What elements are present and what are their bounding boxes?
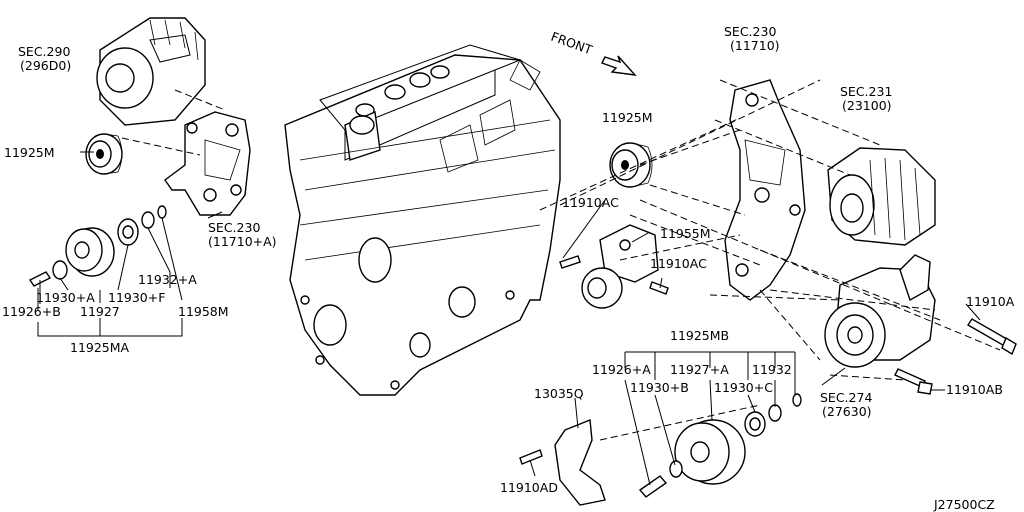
label-sec230-right: SEC.230 (724, 24, 776, 39)
bracket-right (724, 79, 806, 301)
label-11930f: 11930+F (108, 290, 165, 305)
label-11932a: 11932+A (138, 272, 197, 287)
label-sec290-sub: (296D0) (20, 58, 71, 73)
idler-stack-left (28, 205, 167, 304)
label-11910ad: 11910AD (500, 480, 558, 495)
engine-block (284, 44, 561, 396)
alternator (827, 147, 936, 246)
bolt-11910a (967, 318, 1017, 356)
idler-stack-bottom (638, 393, 802, 498)
label-11926a: 11926+A (592, 362, 651, 377)
label-11910a: 11910A (966, 294, 1015, 309)
label-11927a: 11927+A (670, 362, 729, 377)
leader-lines (37, 151, 981, 486)
label-sec231: SEC.231 (840, 84, 892, 99)
part-labels: SEC.290 (296D0) 11925M SEC.230 (11710+A)… (2, 24, 1015, 512)
dashed-leaders (121, 79, 1001, 441)
bracket-left (164, 111, 251, 216)
ac-compressor (824, 254, 936, 368)
label-11910ac-top: 11910AC (562, 195, 619, 210)
label-sec290: SEC.290 (18, 44, 70, 59)
label-11910ab: 11910AB (946, 382, 1003, 397)
bracket-13035q (519, 419, 606, 506)
idler-pulley-left (85, 133, 123, 175)
label-11930c: 11930+C (714, 380, 773, 395)
label-11930b: 11930+B (630, 380, 689, 395)
label-11927: 11927 (80, 304, 120, 319)
front-arrow (601, 55, 637, 76)
label-11910ac-mid: 11910AC (650, 256, 707, 271)
label-11926b: 11926+B (2, 304, 61, 319)
label-11925ma: 11925MA (70, 340, 130, 355)
bolt-11910ab (894, 368, 933, 395)
label-11925m-left: 11925M (4, 145, 55, 160)
label-sec274: SEC.274 (820, 390, 872, 405)
label-sec274-sub: (27630) (822, 404, 872, 419)
label-sec230-left-sub: (11710+A) (208, 234, 277, 249)
label-sec230-left: SEC.230 (208, 220, 260, 235)
power-steering-pump (96, 17, 206, 126)
label-11925m-mid: 11925M (602, 110, 653, 125)
label-11958m: 11958M (178, 304, 229, 319)
label-11932: 11932 (752, 362, 792, 377)
label-sec230-right-sub: (11710) (730, 38, 780, 53)
label-front: FRONT (549, 29, 595, 58)
label-sec231-sub: (23100) (842, 98, 892, 113)
idler-pulley-middle (609, 142, 653, 188)
belt-tensioner (559, 224, 669, 309)
diagram-id: J27500CZ (933, 497, 995, 512)
label-11925mb: 11925MB (670, 328, 729, 343)
label-11955m: 11955M (660, 226, 711, 241)
label-13035q: 13035Q (534, 386, 584, 401)
label-11930a: 11930+A (36, 290, 95, 305)
